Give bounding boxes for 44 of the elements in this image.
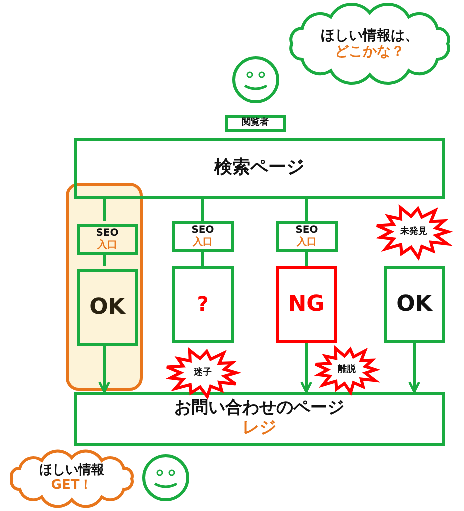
entry-label: 入口 bbox=[297, 236, 317, 248]
connector bbox=[305, 252, 308, 266]
arrow bbox=[300, 343, 312, 394]
highlight-band bbox=[66, 183, 143, 391]
arrow bbox=[98, 343, 110, 394]
result-box bbox=[276, 266, 337, 343]
arrow bbox=[408, 343, 420, 394]
entry-label: SEO bbox=[192, 225, 214, 236]
result-label: OK bbox=[90, 294, 126, 320]
burst-label: 迷子 bbox=[194, 368, 212, 378]
role-box bbox=[225, 115, 286, 132]
result-label: ? bbox=[197, 293, 209, 316]
connector bbox=[202, 252, 204, 266]
result-label: NG bbox=[288, 292, 325, 318]
connector bbox=[202, 199, 204, 221]
burst-label: 離脱 bbox=[338, 364, 356, 376]
burst-label: 未発見 bbox=[400, 226, 428, 238]
entry-label: 入口 bbox=[98, 240, 118, 251]
role-label: 閲覧者 bbox=[242, 118, 269, 129]
entry-box bbox=[77, 224, 138, 255]
connector bbox=[103, 252, 106, 266]
result-box bbox=[384, 266, 445, 343]
bubble-text: ほしい情報は、 bbox=[321, 28, 419, 44]
entry-label: SEO bbox=[296, 225, 318, 236]
page-box bbox=[74, 392, 445, 446]
connector bbox=[306, 199, 308, 221]
entry-label: 入口 bbox=[193, 236, 213, 248]
starburst bbox=[164, 347, 242, 399]
result-label: OK bbox=[396, 292, 432, 318]
page-box bbox=[74, 138, 445, 199]
page-title: お問い合わせのページ bbox=[174, 399, 344, 419]
starburst bbox=[313, 345, 381, 395]
connector bbox=[103, 199, 106, 221]
page-title: レジ bbox=[242, 419, 276, 439]
result-box bbox=[77, 269, 138, 346]
entry-label: SEO bbox=[96, 228, 119, 240]
entry-box bbox=[172, 221, 234, 252]
result-box bbox=[172, 266, 234, 343]
bubble-text: ほしい情報 bbox=[40, 464, 104, 479]
page-title: 検索ページ bbox=[214, 158, 304, 179]
entry-box bbox=[276, 221, 338, 252]
bubble-text: GET！ bbox=[51, 479, 93, 494]
starburst bbox=[374, 204, 454, 260]
bubble-text: どこかな？ bbox=[335, 44, 405, 60]
